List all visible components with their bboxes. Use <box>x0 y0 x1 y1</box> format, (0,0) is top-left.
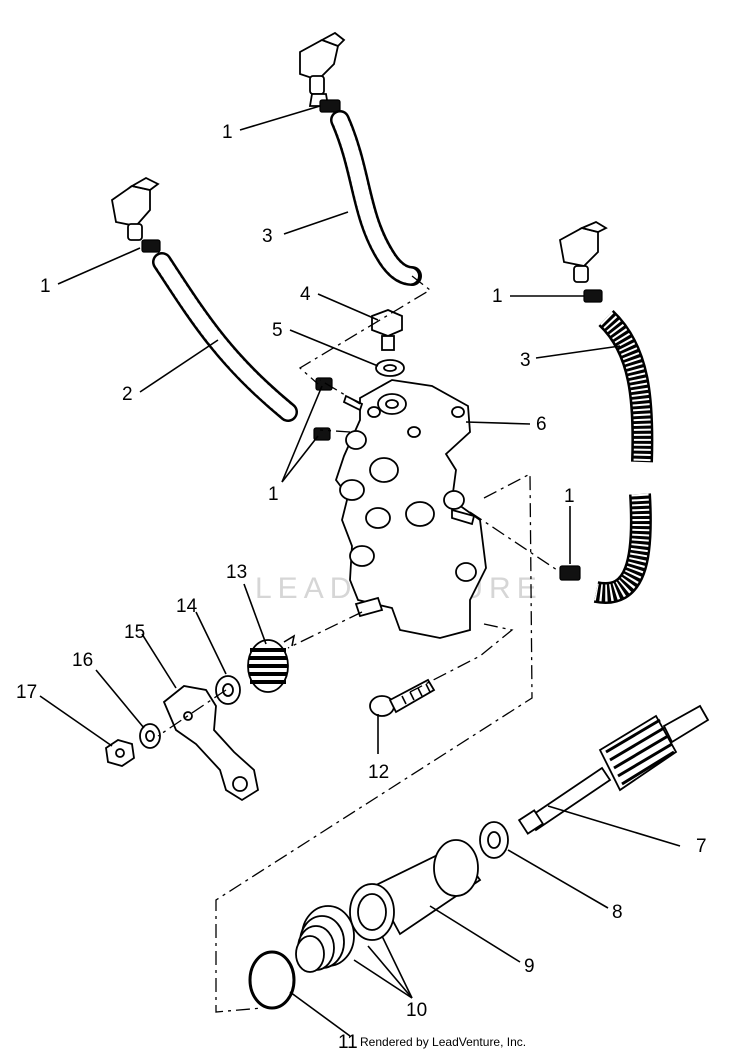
callout-1-top: 1 <box>222 122 233 143</box>
clamp-1-left <box>141 239 161 253</box>
callout-12: 12 <box>368 762 389 783</box>
callout-1-pump: 1 <box>268 484 279 505</box>
sleeve-9 <box>349 839 482 941</box>
callout-3-right: 3 <box>520 350 531 371</box>
hose-3-top <box>330 110 422 286</box>
washer-8 <box>479 821 509 859</box>
bleed-bolt-4 <box>371 309 403 351</box>
callout-2: 2 <box>122 384 133 405</box>
drive-gear-shaft-7 <box>517 704 710 835</box>
spring-13 <box>247 634 296 693</box>
assembly-lines <box>157 275 561 1013</box>
springs-10 <box>295 905 355 973</box>
lever-15 <box>162 685 260 802</box>
callout-4: 4 <box>300 284 311 305</box>
clamp-1-top <box>319 99 341 113</box>
leader-lines <box>39 105 681 1037</box>
callout-6: 6 <box>536 414 547 435</box>
bolt-12 <box>369 678 436 717</box>
callout-3-top: 3 <box>262 226 273 247</box>
oil-pump-6 <box>334 379 487 639</box>
callout-13: 13 <box>226 562 247 583</box>
render-credit: Rendered by LeadVenture, Inc. <box>360 1035 526 1049</box>
washer-5 <box>375 359 405 377</box>
callout-14: 14 <box>176 596 198 617</box>
callout-17: 17 <box>16 682 37 703</box>
washer-14 <box>215 675 241 705</box>
clamp-1-pump-upper <box>315 377 333 391</box>
clamp-1-right <box>583 289 603 303</box>
hose-lower-right <box>593 493 652 604</box>
hose-2-left <box>152 252 298 422</box>
hose-3-right <box>598 309 654 463</box>
snap-ring-11 <box>248 950 296 1010</box>
clamp-1-lower-right <box>559 565 581 581</box>
callout-1-left: 1 <box>40 276 51 297</box>
callout-8: 8 <box>612 902 623 923</box>
callout-10: 10 <box>406 1000 427 1021</box>
callout-15: 15 <box>124 622 145 643</box>
callout-labels: 1 1 1 1 1 2 3 3 4 5 6 7 8 9 10 11 12 13 … <box>16 122 707 1052</box>
callout-11: 11 <box>338 1032 358 1052</box>
fitting-top-center <box>299 31 346 107</box>
callout-5: 5 <box>272 320 283 341</box>
callout-1-right: 1 <box>492 286 503 307</box>
nut-17 <box>105 739 135 767</box>
callout-9: 9 <box>524 956 535 977</box>
fitting-top-left <box>111 176 160 241</box>
callout-7: 7 <box>696 836 707 857</box>
washer-16 <box>139 723 161 749</box>
callout-1-lower-right: 1 <box>564 486 575 507</box>
fitting-top-right <box>558 220 608 283</box>
callout-16: 16 <box>72 650 93 671</box>
